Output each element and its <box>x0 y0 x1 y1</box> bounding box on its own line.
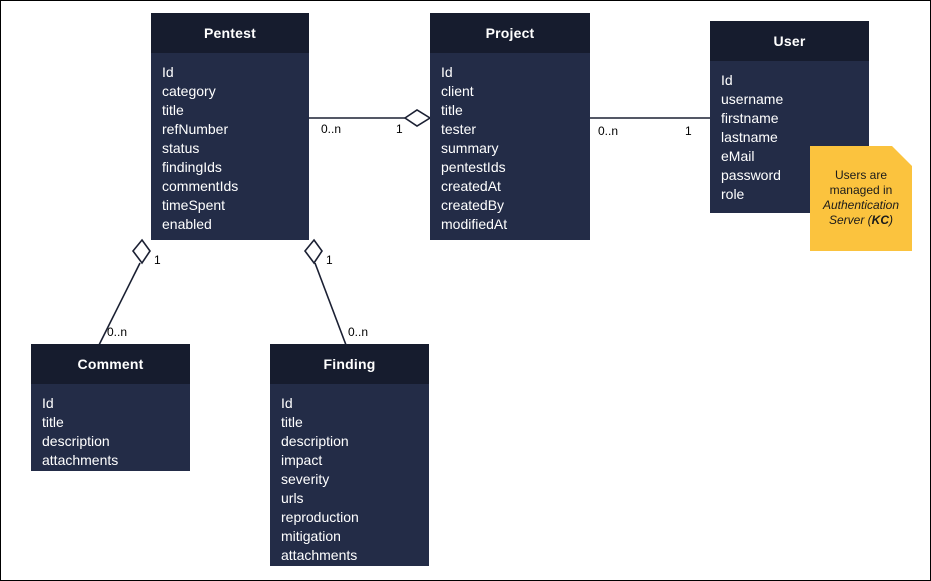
attribute: client <box>441 83 474 99</box>
attribute: Id <box>281 395 293 411</box>
attribute: description <box>42 433 110 449</box>
attribute: status <box>162 140 200 156</box>
attribute: urls <box>281 490 304 506</box>
class-finding-title: Finding <box>270 344 429 384</box>
class-comment-title: Comment <box>31 344 190 384</box>
class-finding-attributes: Id title description impact severity url… <box>270 384 429 575</box>
note-line-4: Server (KC) <box>819 213 903 228</box>
attribute: title <box>42 414 64 430</box>
attribute: role <box>721 186 745 202</box>
attribute: createdBy <box>441 197 505 213</box>
note-emphasis-authentication: Authentication <box>822 198 900 212</box>
multiplicity-project-user-target: 1 <box>685 124 692 138</box>
attribute: pentestIds <box>441 159 506 175</box>
note-text: Users are managed in Authentication Serv… <box>810 146 912 236</box>
class-user-attributes: Id username firstname lastname eMail pas… <box>710 61 869 214</box>
attribute: mitigation <box>281 528 341 544</box>
multiplicity-pentest-comment-source: 1 <box>154 253 161 267</box>
attribute: title <box>441 102 463 118</box>
attribute: username <box>721 91 784 107</box>
note-fold-icon <box>892 146 912 166</box>
attribute: title <box>281 414 303 430</box>
attribute: severity <box>281 471 330 487</box>
multiplicity-project-user-source: 0..n <box>598 124 619 138</box>
multiplicity-pentest-project-target: 1 <box>396 122 403 136</box>
attribute: firstname <box>721 110 779 126</box>
attribute: reproduction <box>281 509 359 525</box>
diamond-pentest-comment <box>131 238 151 265</box>
attribute: Id <box>441 64 453 80</box>
class-project-title: Project <box>430 13 590 53</box>
attribute: Id <box>162 64 174 80</box>
multiplicity-pentest-finding-target: 0..n <box>348 325 369 339</box>
note-emphasis-server: Server ( <box>828 213 872 227</box>
attribute: tester <box>441 121 477 137</box>
attribute: findingIds <box>162 159 222 175</box>
attribute: eMail <box>721 148 755 164</box>
class-project[interactable]: Project Id client title tester summary p… <box>430 13 590 240</box>
attribute: Id <box>721 72 733 88</box>
attribute: category <box>162 83 216 99</box>
class-user-title: User <box>710 21 869 61</box>
class-pentest-title: Pentest <box>151 13 309 53</box>
class-comment[interactable]: Comment Id title description attachments <box>31 344 190 471</box>
class-comment-attributes: Id title description attachments <box>31 384 190 480</box>
multiplicity-pentest-finding-source: 1 <box>326 253 333 267</box>
multiplicity-pentest-comment-target: 0..n <box>107 325 128 339</box>
note-paren-close: ) <box>889 213 894 227</box>
class-project-attributes: Id client title tester summary pentestId… <box>430 53 590 244</box>
attribute: attachments <box>42 452 119 468</box>
class-pentest[interactable]: Pentest Id category title refNumber stat… <box>151 13 309 240</box>
attribute: attachments <box>281 547 358 563</box>
attribute: impact <box>281 452 323 468</box>
attribute: refNumber <box>162 121 229 137</box>
attribute: createdAt <box>441 178 501 194</box>
attribute: enabled <box>162 216 212 232</box>
note-line-2: managed in <box>829 183 893 197</box>
attribute: Id <box>42 395 54 411</box>
attribute: summary <box>441 140 499 156</box>
edge-pentest-finding <box>314 262 347 346</box>
note-bold-kc: KC <box>871 213 890 227</box>
attribute: password <box>721 167 781 183</box>
note-line-3: Authentication <box>819 198 903 213</box>
attribute: commentIds <box>162 178 239 194</box>
note-line-1: Users are <box>834 168 887 182</box>
diamond-project <box>403 109 432 127</box>
attribute: lastname <box>721 129 778 145</box>
multiplicity-pentest-project-source: 0..n <box>321 122 342 136</box>
attribute: modifiedAt <box>441 216 508 232</box>
attribute: description <box>281 433 349 449</box>
class-pentest-attributes: Id category title refNumber status findi… <box>151 53 309 244</box>
attribute: timeSpent <box>162 197 226 213</box>
note-user-management: Users are managed in Authentication Serv… <box>810 146 912 251</box>
class-finding[interactable]: Finding Id title description impact seve… <box>270 344 429 566</box>
attribute: title <box>162 102 184 118</box>
